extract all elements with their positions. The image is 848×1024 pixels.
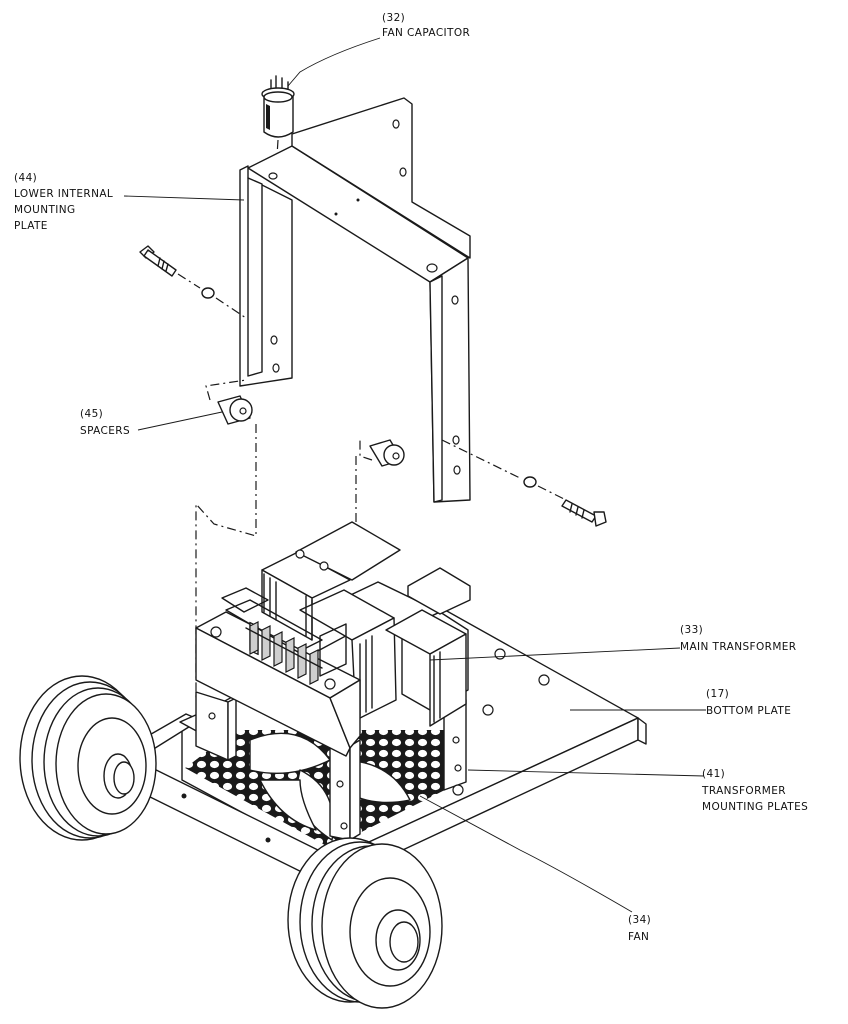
label-text: SPACERS [80,425,130,437]
leader-lines [123,37,706,913]
label-fan: (34) FAN [628,914,651,943]
spacers [195,379,405,700]
right-wheel [287,837,443,1009]
label-transformer-mounting-plates: (41) TRANSFORMER MOUNTING PLATES [701,768,808,813]
label-main-transformer: (33) MAIN TRANSFORMER [680,624,797,653]
left-screw [139,245,247,319]
label-text: MOUNTING PLATES [702,801,808,813]
label-text: MAIN TRANSFORMER [680,641,797,653]
label-text: MOUNTING [14,204,76,216]
fan-capacitor [261,75,295,173]
label-text: LOWER INTERNAL [14,188,113,200]
label-text: FAN [628,931,649,943]
label-text: TRANSFORMER [701,785,786,797]
label-text: PLATE [14,220,48,232]
label-fan-capacitor: (32) FAN CAPACITOR [382,12,470,39]
label-text: FAN CAPACITOR [382,27,470,39]
label-number: (45) [80,408,103,420]
label-number: (17) [706,688,729,700]
label-number: (34) [628,914,651,926]
main-transformer [195,521,550,796]
lower-internal-mounting-plate [239,97,471,503]
label-spacers: (45) SPACERS [80,408,130,437]
label-lower-internal-mounting-plate: (44) LOWER INTERNAL MOUNTING PLATE [14,172,113,232]
label-number: (33) [680,624,703,636]
label-number: (44) [14,172,37,184]
label-number: (41) [702,768,725,780]
label-number: (32) [382,12,405,24]
left-wheel [19,675,157,841]
label-bottom-plate: (17) BOTTOM PLATE [706,688,791,717]
right-screw [441,439,607,527]
label-text: BOTTOM PLATE [706,705,791,717]
transformer-mounting-plates [195,691,467,841]
